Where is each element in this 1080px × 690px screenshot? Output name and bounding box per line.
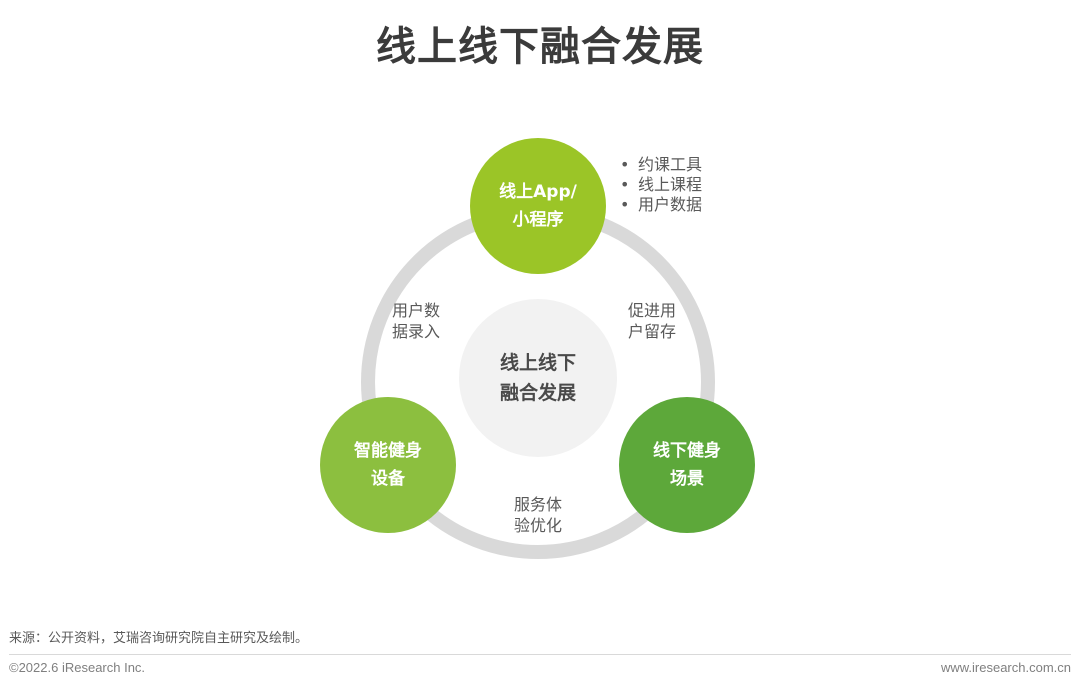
center-label-line1: 线上线下 <box>499 352 576 374</box>
node-top-circle <box>470 138 606 274</box>
node-right-label: 线下健身 场景 <box>619 437 755 493</box>
node-right-line2: 场景 <box>670 469 704 489</box>
arc-right-label: 促进用 户留存 <box>614 300 690 342</box>
footer-divider <box>9 654 1071 655</box>
node-left-label: 智能健身 设备 <box>320 437 456 493</box>
center-label: 线上线下 融合发展 <box>459 338 617 418</box>
page-title: 线上线下融合发展 <box>376 24 704 70</box>
center-label-line2: 融合发展 <box>499 382 576 404</box>
source-note: 来源：公开资料，艾瑞咨询研究院自主研究及绘制。 <box>9 631 309 646</box>
arc-left-line2: 据录入 <box>391 322 440 341</box>
arc-bottom-label: 服务体 验优化 <box>500 494 576 536</box>
node-left-line2: 设备 <box>371 469 405 489</box>
arc-bottom-line2: 验优化 <box>513 516 562 535</box>
node-left-circle <box>320 397 456 533</box>
arc-right-line2: 户留存 <box>627 322 676 341</box>
node-right-circle <box>619 397 755 533</box>
center-circle <box>459 299 617 457</box>
bullet-item: 用户数据 <box>620 195 702 215</box>
node-left-line1: 智能健身 <box>354 441 422 461</box>
arc-right-line1: 促进用 <box>627 301 676 320</box>
copyright-text: ©2022.6 iResearch Inc. <box>9 660 146 675</box>
arc-left-line1: 用户数 <box>391 301 440 320</box>
node-top-line1: 线上App/ <box>499 182 577 202</box>
node-right-line1: 线下健身 <box>653 441 721 461</box>
bullet-item: 约课工具 <box>620 155 702 175</box>
website-link[interactable]: www.iresearch.com.cn <box>940 660 1071 675</box>
arc-bottom-line1: 服务体 <box>513 495 562 514</box>
top-node-bullet-list: 约课工具 线上课程 用户数据 <box>620 155 702 215</box>
node-top-line2: 小程序 <box>512 210 564 230</box>
bullet-item: 线上课程 <box>620 175 702 195</box>
arc-left-label: 用户数 据录入 <box>378 300 454 342</box>
node-top-label: 线上App/ 小程序 <box>470 178 606 234</box>
